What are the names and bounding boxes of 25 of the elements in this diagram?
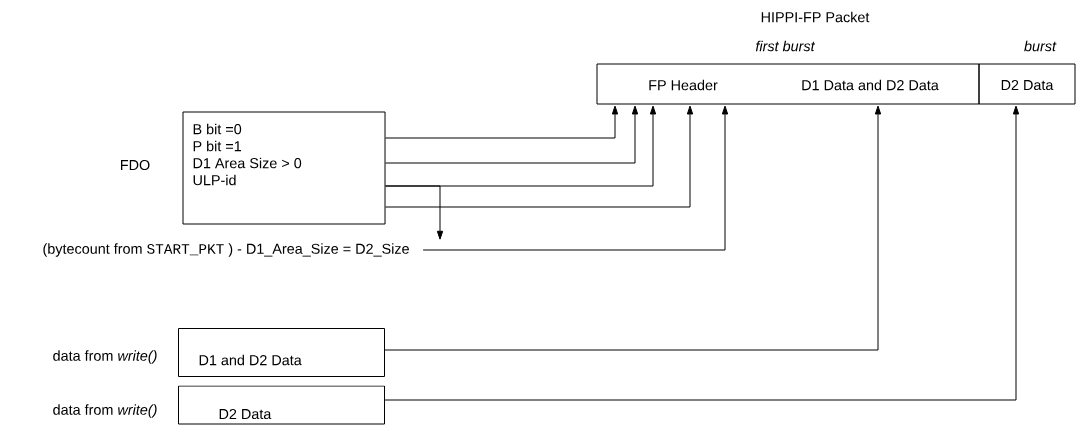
node-label: D1 Data and D2 Data	[802, 79, 939, 91]
packet-cell: FP Header D1 Data and D2 Data	[596, 63, 980, 105]
side-label: data from write()	[53, 404, 157, 418]
data-box: D2 Data	[178, 385, 385, 425]
node-label: P bit =1	[193, 140, 242, 152]
burst-label: burst	[1024, 40, 1057, 52]
burst-label: first burst	[755, 40, 816, 52]
arrow	[384, 105, 1020, 401]
arrow	[385, 105, 639, 164]
node-label: ULP-id	[193, 174, 236, 186]
node-label: D1 Area Size > 0	[193, 157, 302, 169]
node-label: FP Header	[649, 79, 718, 91]
packet-title: HIPPI-FP Packet	[761, 11, 870, 23]
arrow	[385, 105, 694, 208]
side-label: FDO	[121, 159, 150, 171]
arrow	[384, 105, 882, 351]
field-box: B bit =0 P bit =1 D1 Area Size > 0 ULP-id	[182, 111, 386, 225]
arrow	[385, 105, 619, 139]
side-label: data from write()	[53, 350, 157, 364]
packet-cell: D2 Data	[978, 63, 1076, 105]
arrow	[385, 185, 444, 240]
data-box: D1 and D2 Data	[178, 328, 385, 377]
arrow	[422, 105, 729, 251]
node-label: B bit =0	[193, 123, 242, 135]
formula-text: (bytecount from START_PKT ) - D1_Area_Size = D2_Size	[43, 243, 409, 257]
